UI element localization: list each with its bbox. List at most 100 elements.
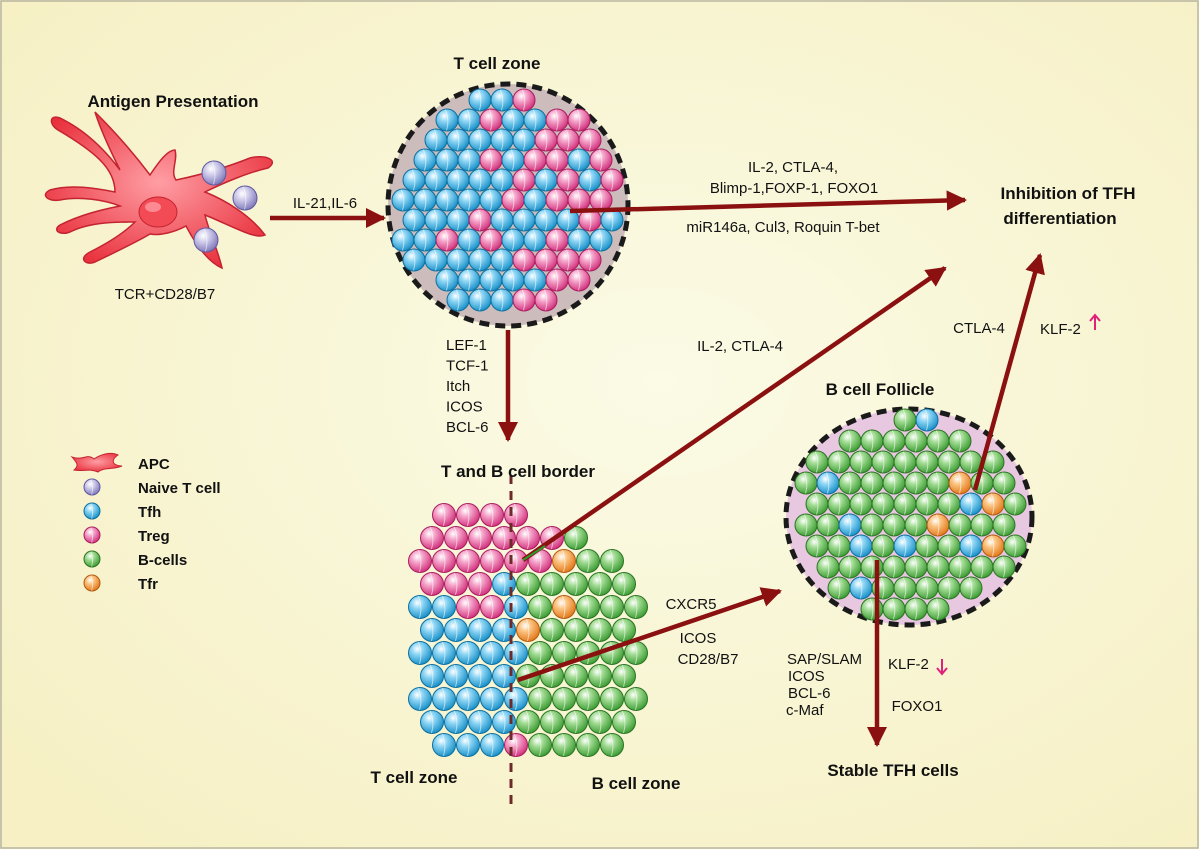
tfh-cell (600, 208, 624, 232)
treg-cell (456, 549, 480, 573)
bcell-cell (794, 513, 818, 537)
treg-cell (534, 288, 558, 312)
bcell-cell (937, 450, 961, 474)
bcell-cell (860, 429, 884, 453)
tfr-cell (926, 513, 950, 537)
tfh-cell (444, 618, 468, 642)
bcell-cell (827, 492, 851, 516)
bcell-cell (564, 618, 588, 642)
tfh-cell (424, 208, 448, 232)
treg-cell (534, 248, 558, 272)
tfh-cell (512, 208, 536, 232)
naive-legend-icon (83, 478, 101, 496)
klf2-up-arrow-icon (1089, 313, 1101, 330)
bcell-cell (564, 664, 588, 688)
bcell-cell (588, 618, 612, 642)
treg-cell (589, 188, 613, 212)
bcell-cell (624, 687, 648, 711)
treg-cell (534, 128, 558, 152)
bcell-cell (893, 492, 917, 516)
tfh-cell (523, 268, 547, 292)
bcell-cell (992, 555, 1016, 579)
bcell-cell (805, 534, 829, 558)
tfh-cell (413, 228, 437, 252)
treg-cell (556, 128, 580, 152)
bcell-cell (904, 597, 928, 621)
naive-t-cells-on-apc (193, 160, 258, 253)
tfh-cell (432, 595, 456, 619)
treg-cell (589, 148, 613, 172)
tfh-cell (432, 687, 456, 711)
bcell-cell (588, 710, 612, 734)
bcell-cell (937, 576, 961, 600)
tfh-cell (490, 168, 514, 192)
stable-tfh-title: Stable TFH cells (827, 761, 958, 780)
tfh-cell (468, 168, 492, 192)
arrow-border-to-follicle (517, 587, 782, 683)
tfh-cell (446, 208, 470, 232)
treg-cell (545, 228, 569, 252)
b-cell-follicle-cells (794, 408, 1027, 621)
treg-cell (578, 128, 602, 152)
bcell-cell (588, 572, 612, 596)
bcell-cell (882, 597, 906, 621)
tfh-cell (816, 471, 840, 495)
bcell-cell (926, 471, 950, 495)
t-cell-zone-top-cells (391, 88, 624, 312)
bcell-cell (904, 555, 928, 579)
b-cell-zone-title: B cell zone (592, 774, 681, 793)
tfh-cell (402, 168, 426, 192)
icos-label: ICOS (680, 630, 717, 647)
bcell-cell (926, 597, 950, 621)
legend-item-apc: APC (70, 452, 170, 473)
tfh-cell (468, 248, 492, 272)
tfh-cell (501, 268, 525, 292)
tfh-cell (893, 534, 917, 558)
tfh-cell (915, 408, 939, 432)
bcell-cell (600, 549, 624, 573)
treg-cell (512, 248, 536, 272)
right-factor-item: c-Maf (786, 702, 824, 719)
bcell-cell (576, 687, 600, 711)
bcell-cell (564, 572, 588, 596)
tfh-cell (408, 687, 432, 711)
treg-cell (468, 208, 492, 232)
inhibition-title-line1: Inhibition of TFH (1000, 184, 1135, 203)
tfr-cell (516, 618, 540, 642)
legend-item-tfr: Tfr (83, 574, 158, 593)
bcell-cell (915, 450, 939, 474)
tfh-cell (424, 248, 448, 272)
treg-cell (479, 228, 503, 252)
tfh-cell (504, 595, 528, 619)
bcell-cell (860, 555, 884, 579)
down-factor-item: BCL-6 (446, 419, 489, 436)
tfr-cell (948, 471, 972, 495)
legend-label-apc: APC (138, 456, 170, 473)
tfr-cell (981, 492, 1005, 516)
bcell-cell (871, 450, 895, 474)
bcell-cell (827, 450, 851, 474)
bcell-cell (860, 471, 884, 495)
down-factor-item: TCF-1 (446, 358, 489, 375)
legend-label-naive: Naive T cell (138, 480, 221, 497)
bcell-cell (516, 710, 540, 734)
apc-nucleus-icon (138, 196, 178, 228)
tfr-legend-icon (83, 574, 101, 592)
bcell-cell (948, 555, 972, 579)
tfh-cell (468, 664, 492, 688)
tfh-cell (408, 641, 432, 665)
apc-dendritic-cell (44, 111, 274, 270)
tfh-cell (457, 268, 481, 292)
bcell-cell (937, 492, 961, 516)
tfh-cell (959, 534, 983, 558)
bcell-cell (970, 471, 994, 495)
tfh-cell (446, 128, 470, 152)
bcell-cell (838, 471, 862, 495)
bcell-cell (816, 555, 840, 579)
treg-cell (408, 549, 432, 573)
right-factor-item: SAP/SLAM (787, 651, 862, 668)
tfh-cell (432, 733, 456, 757)
tfh-cell (435, 268, 459, 292)
klf2-up-label: KLF-2 (1040, 321, 1081, 338)
